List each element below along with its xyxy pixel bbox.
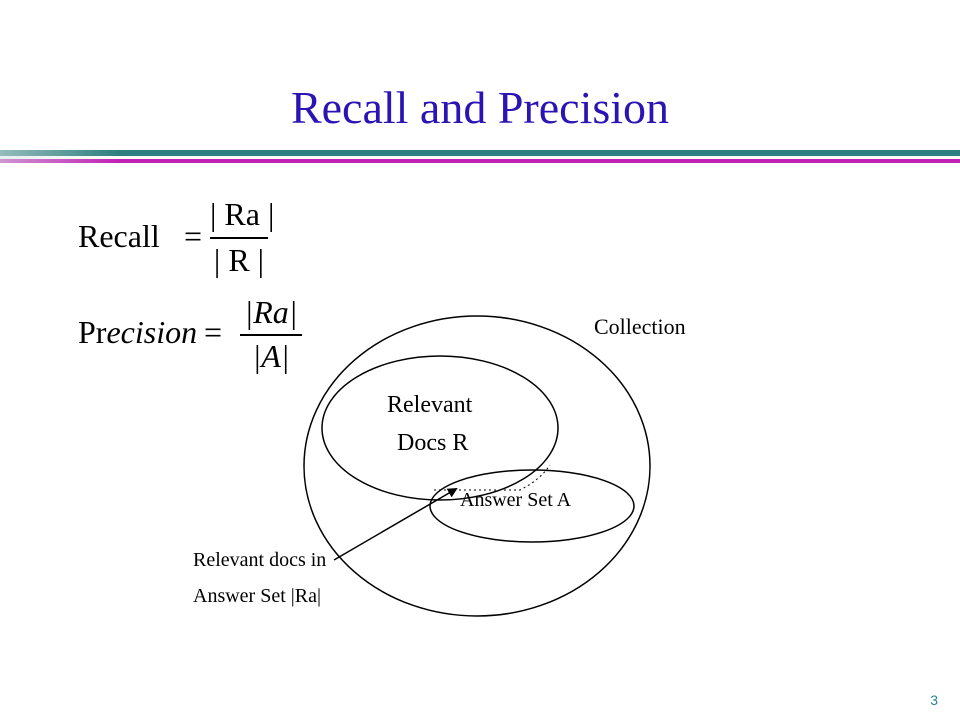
title-rule-shade <box>0 150 120 163</box>
precision-fraction: |Ra| |A| <box>240 294 302 378</box>
precision-label-upright: Pr <box>78 314 107 350</box>
relevant-label-line1: Relevant <box>387 392 473 418</box>
answer-set-ellipse <box>429 469 635 543</box>
recall-formula: Recall = | Ra | | R | <box>78 196 278 280</box>
callout-label-line1: Relevant docs in <box>193 549 326 571</box>
precision-numerator: |Ra| <box>244 294 298 330</box>
relevant-docs-ellipse <box>321 355 559 501</box>
recall-equals: = <box>184 218 203 254</box>
recall-denominator: | R | <box>213 242 265 278</box>
title-rule-pink <box>0 159 960 163</box>
precision-label: Precision <box>78 314 197 351</box>
precision-formula: Precision = |Ra| |A| <box>78 294 318 378</box>
answer-set-label: Answer Set A <box>460 489 572 511</box>
precision-denominator: |A| <box>252 338 290 374</box>
title-rule-teal <box>0 150 960 156</box>
precision-fraction-bar <box>240 334 302 336</box>
precision-label-italic: ecision <box>106 314 198 350</box>
page-number: 3 <box>930 692 938 708</box>
relevant-label-line2: Docs R <box>397 430 468 456</box>
precision-equals: = <box>204 314 223 350</box>
collection-label: Collection <box>594 314 686 339</box>
recall-fraction: | Ra | | R | <box>210 196 275 280</box>
recall-fraction-bar <box>210 237 268 239</box>
callout-arrow <box>333 487 458 561</box>
recall-label: Recall <box>78 218 160 254</box>
slide-title: Recall and Precision <box>290 82 670 133</box>
intersection-dotted-edge <box>434 464 551 491</box>
callout-label-line2: Answer Set |Ra| <box>193 585 321 607</box>
collection-ellipse <box>303 315 651 617</box>
recall-numerator: | Ra | <box>210 196 275 232</box>
